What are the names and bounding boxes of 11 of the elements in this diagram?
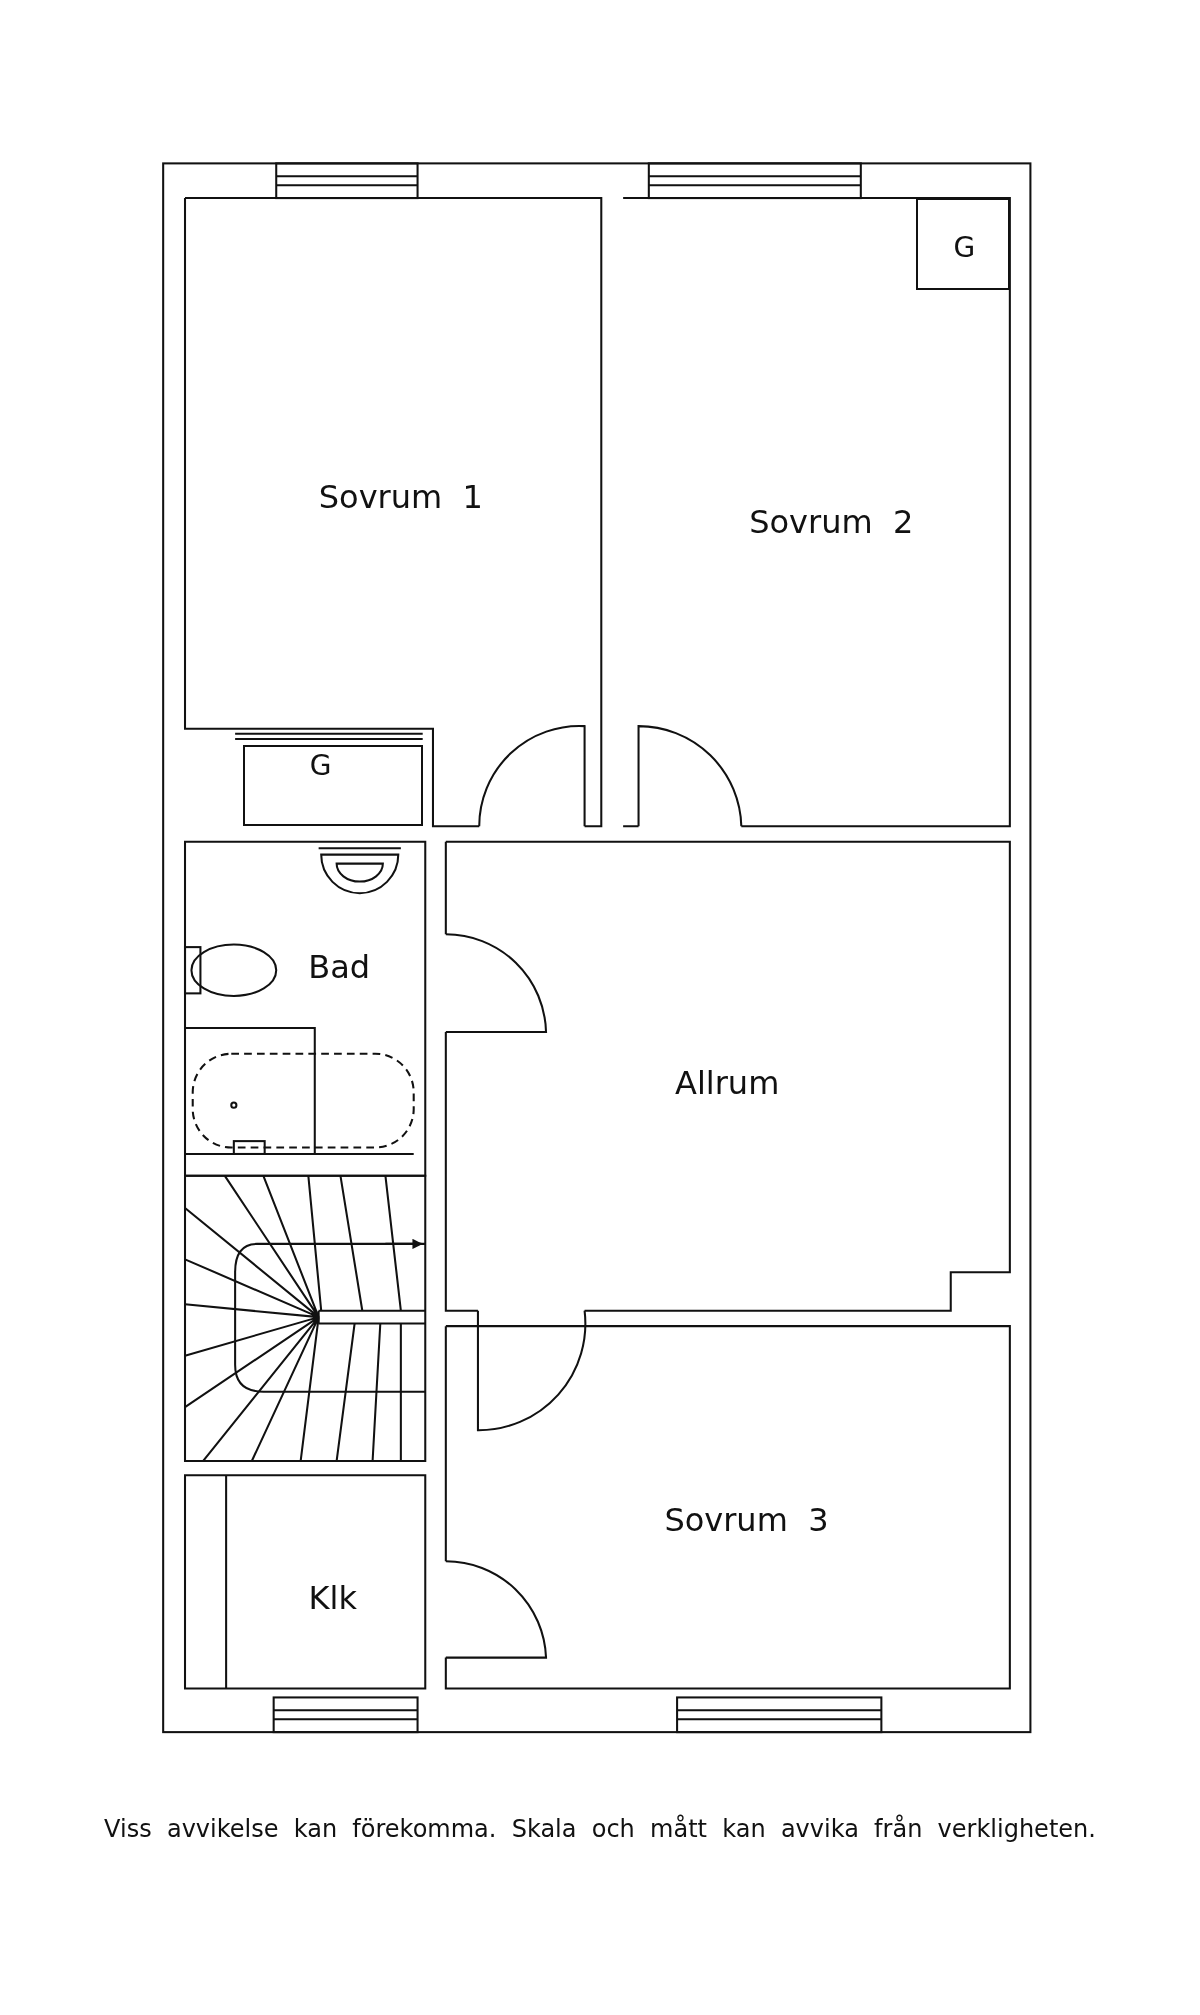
disclaimer-caption: Viss avvikelse kan förekomma. Skala och mått kan avvika från verkligheten. [103,1815,1097,1843]
room-label: Allrum [675,1064,780,1103]
room-label: Sovrum 2 [749,502,914,541]
room-label: G [953,230,976,264]
room-label: G [309,748,332,782]
wardrobe-box [242,745,423,827]
wardrobe-box [916,197,1010,291]
room-label: Bad [308,948,371,987]
room-label: Klk [308,1579,357,1618]
room-label: Sovrum 1 [318,478,483,517]
room-label: Sovrum 3 [664,1500,829,1539]
